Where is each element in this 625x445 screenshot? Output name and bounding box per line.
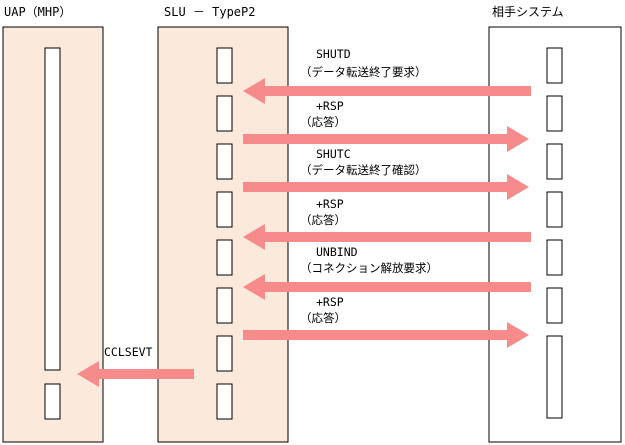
partner-activation-box — [546, 239, 563, 276]
message-arrow-shutd — [243, 78, 531, 104]
slu-activation-box — [216, 287, 233, 324]
slu-header: SLU － TypeP2 — [164, 5, 255, 19]
slu-activation-box — [216, 143, 233, 180]
message-name: +RSP — [316, 197, 344, 211]
event-arrow-cclsevt — [77, 361, 194, 387]
partner-activation-box — [546, 95, 563, 132]
message-desc: （コネクション解放要求） — [300, 261, 438, 275]
message-desc: （データ転送終了要求） — [300, 65, 427, 79]
message-desc: （応答） — [300, 311, 346, 325]
slu-activation-box — [216, 335, 233, 372]
message-name: UNBIND — [316, 245, 358, 259]
message-name: SHUTD — [316, 47, 351, 61]
message-desc: （応答） — [300, 213, 346, 227]
message-arrow-shutc — [243, 174, 529, 200]
message-desc: （応答） — [300, 115, 346, 129]
partner-activation-box — [546, 335, 563, 419]
message-arrow-rsp-3 — [243, 322, 529, 348]
partner-header: 相手システム — [492, 5, 564, 19]
slu-activation-box — [216, 239, 233, 276]
partner-activation-box — [546, 47, 563, 84]
message-name: +RSP — [316, 99, 344, 113]
message-name: +RSP — [316, 295, 344, 309]
slu-activation-box — [216, 383, 233, 420]
partner-activation-box — [546, 143, 563, 180]
slu-activation-box — [216, 47, 233, 84]
message-arrow-unbind — [243, 274, 531, 300]
uap-activation-box — [44, 47, 61, 371]
message-arrow-rsp-1 — [243, 126, 529, 152]
event-name: CCLSEVT — [104, 345, 153, 359]
partner-activation-box — [546, 287, 563, 324]
partner-activation-box — [546, 191, 563, 228]
uap-activation-box — [44, 383, 61, 420]
uap-header: UAP（MHP） — [4, 5, 71, 19]
message-arrow-rsp-2 — [243, 224, 531, 250]
slu-activation-box — [216, 191, 233, 228]
slu-activation-box — [216, 95, 233, 132]
message-name: SHUTC — [316, 147, 351, 161]
message-desc: （データ転送終了確認） — [300, 163, 427, 177]
